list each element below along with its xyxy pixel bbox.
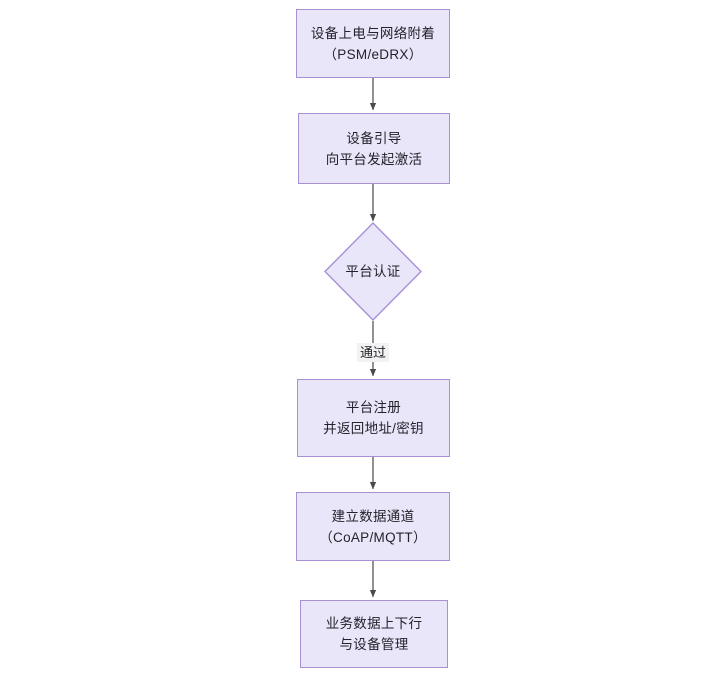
- node-line-2: 向平台发起激活: [325, 151, 423, 167]
- node-line-1: 建立数据通道: [331, 508, 415, 524]
- node-line-2: 并返回地址/密钥: [323, 421, 424, 436]
- node-line-1: 平台注册: [345, 400, 402, 415]
- node-platform-register[interactable]: 平台注册 并返回地址/密钥: [297, 379, 450, 457]
- node-line-1: 业务数据上下行: [325, 616, 423, 631]
- node-device-power-on[interactable]: 设备上电与网络附着 （PSM/eDRX）: [296, 9, 450, 78]
- node-line-2: （PSM/eDRX）: [323, 46, 423, 62]
- node-platform-auth-decision[interactable]: 平台认证: [324, 222, 422, 321]
- node-business-data-and-device-mgmt[interactable]: 业务数据上下行 与设备管理: [300, 600, 448, 668]
- node-line-2: 与设备管理: [339, 637, 409, 652]
- node-establish-data-channel[interactable]: 建立数据通道 （CoAP/MQTT）: [296, 492, 450, 561]
- edge-label-pass: 通过: [356, 343, 390, 362]
- node-line-1: 平台认证: [345, 264, 401, 279]
- node-device-bootstrap[interactable]: 设备引导 向平台发起激活: [298, 113, 450, 184]
- node-line-2: （CoAP/MQTT）: [319, 529, 427, 545]
- diamond-shape: [324, 222, 422, 321]
- node-line-1: 设备引导: [346, 130, 402, 146]
- node-line-1: 设备上电与网络附着: [310, 25, 436, 41]
